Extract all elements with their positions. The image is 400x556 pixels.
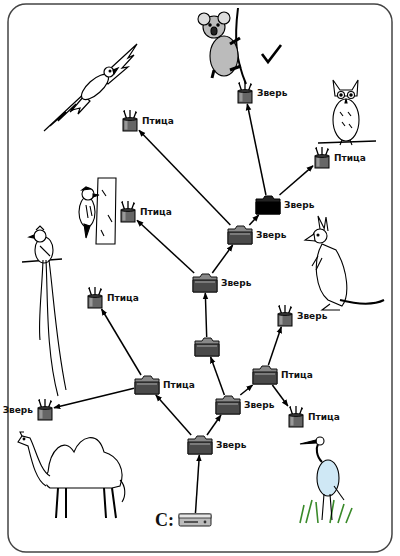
file-node: Зверь (36, 399, 54, 421)
pencil-cup-icon (236, 82, 254, 104)
node-label: Птица (334, 153, 366, 163)
folder-node: Зверь (187, 435, 213, 455)
folder-node: Зверь (215, 395, 241, 415)
tree-arrow (207, 415, 221, 435)
tree-arrow (249, 215, 258, 225)
file-node: Зверь (236, 82, 254, 104)
tree-arrow (240, 385, 252, 395)
tree-arrow (279, 166, 313, 195)
folder-node: Птица (252, 365, 278, 385)
node-label: Зверь (244, 400, 274, 410)
folder-icon (215, 395, 241, 415)
folder-icon (194, 337, 220, 357)
tree-arrow (212, 245, 232, 273)
file-node: Птица (119, 201, 137, 223)
folder-node: Зверь (192, 273, 218, 293)
pencil-cup-icon (86, 287, 104, 309)
node-label: Птица (308, 412, 340, 422)
long-tailed-bird-drawing (22, 226, 66, 396)
node-label: Зверь (221, 278, 251, 288)
node-label: Птица (107, 293, 139, 303)
file-node: Птица (287, 406, 305, 428)
tree-arrow (54, 388, 134, 408)
file-node: Птица (86, 287, 104, 309)
folder-icon (252, 365, 278, 385)
file-node: Зверь (276, 305, 294, 327)
folder-node: Зверь (255, 195, 281, 215)
pencil-cup-icon (121, 110, 139, 132)
folder-node: Зверь (227, 225, 253, 245)
node-label: Птица (281, 370, 313, 380)
file-node: Птица (121, 110, 139, 132)
file-node: Птица (313, 147, 331, 169)
node-label: Зверь (297, 311, 327, 321)
owl-drawing (318, 80, 376, 145)
folder-node (194, 337, 220, 357)
tree-arrow (205, 293, 206, 337)
node-label: C: (155, 510, 174, 531)
folder-node: Птица (134, 375, 160, 395)
folder-icon (187, 435, 213, 455)
tree-arrow (211, 357, 225, 395)
heron-drawing (300, 437, 352, 523)
drive-node: C: (178, 513, 212, 527)
folder-icon (134, 375, 160, 395)
tree-arrow (139, 130, 230, 225)
node-label: Птица (140, 207, 172, 217)
eagle-drawing (44, 44, 137, 131)
drive-icon (178, 513, 212, 527)
pencil-cup-icon (119, 201, 137, 223)
tree-arrow (102, 309, 141, 375)
pencil-cup-icon (36, 399, 54, 421)
woodpecker-drawing (79, 178, 116, 244)
tree-arrow (247, 104, 266, 195)
node-label: Зверь (256, 230, 286, 240)
pencil-cup-icon (287, 406, 305, 428)
tree-arrow (268, 327, 281, 365)
kangaroo-drawing (305, 216, 384, 310)
node-label: Птица (142, 116, 174, 126)
koala-drawing (198, 8, 246, 84)
pencil-cup-icon (313, 147, 331, 169)
tree-arrow (156, 395, 191, 435)
node-label: Зверь (257, 88, 287, 98)
folder-icon (227, 225, 253, 245)
black-folder-icon (255, 195, 281, 215)
node-label: Зверь (216, 440, 246, 450)
camel-drawing (18, 432, 125, 518)
node-label: Зверь (284, 200, 314, 210)
frame (8, 4, 392, 552)
folder-icon (192, 273, 218, 293)
tree-arrow (195, 455, 199, 513)
node-label: Зверь (3, 405, 33, 415)
pencil-cup-icon (276, 305, 294, 327)
node-label: Птица (163, 380, 195, 390)
tree-arrow (137, 220, 194, 273)
tree-arrow (272, 385, 288, 406)
check-mark (262, 45, 281, 62)
